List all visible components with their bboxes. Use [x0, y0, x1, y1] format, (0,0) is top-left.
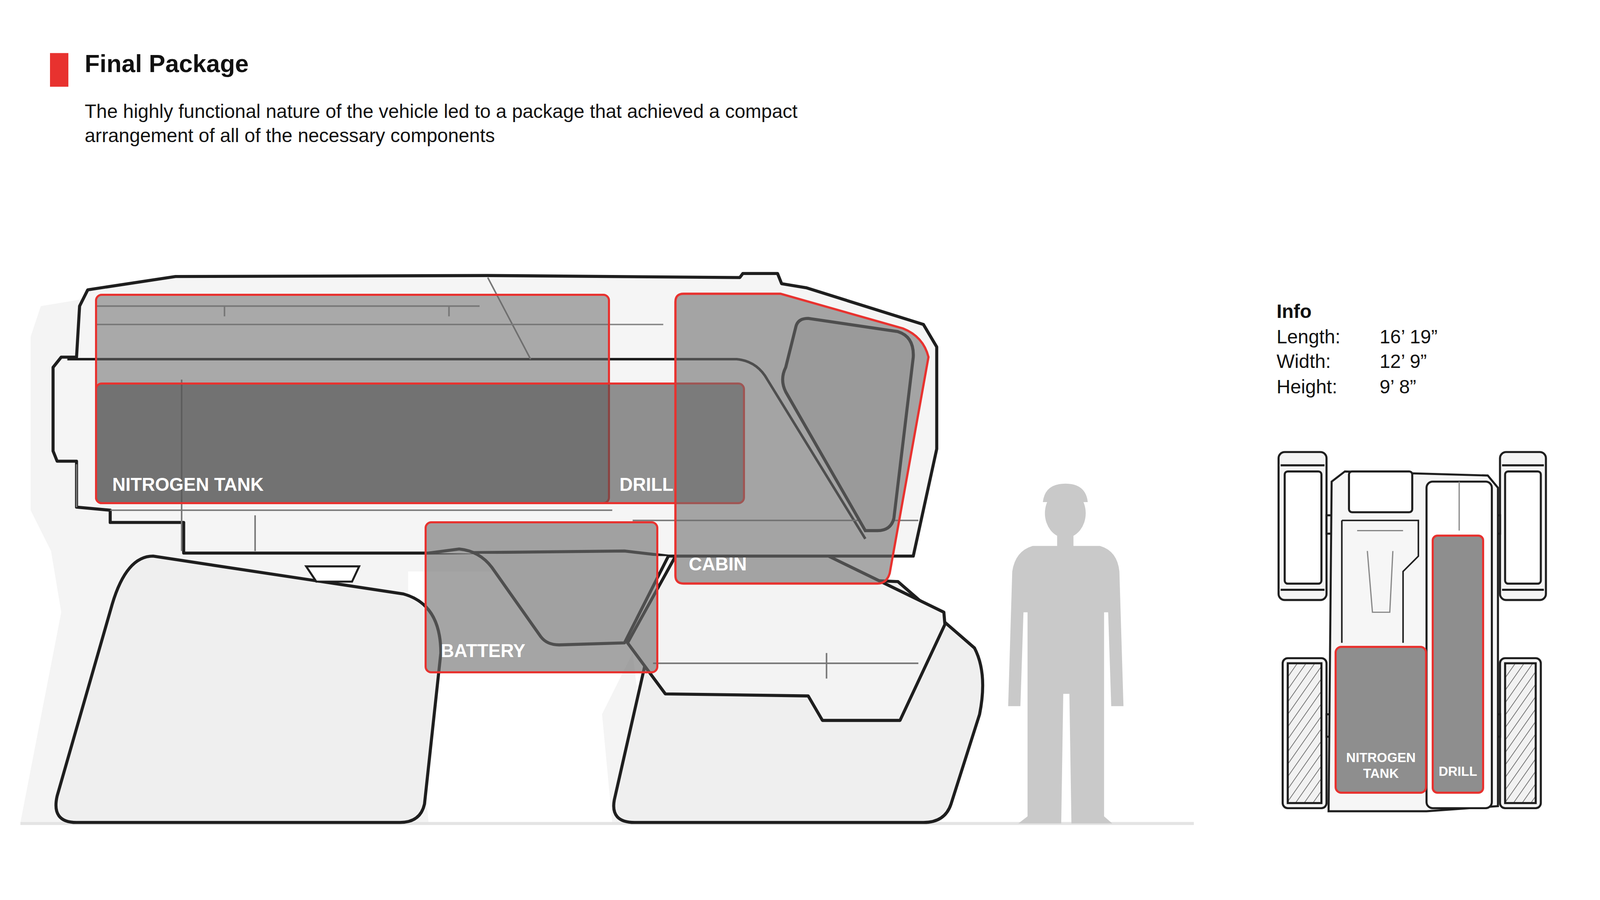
top-view — [1500, 658, 1541, 809]
package-box: CABIN — [675, 293, 931, 584]
person-silhouette — [1057, 532, 1074, 549]
cabin-outline — [675, 293, 931, 584]
accent-bar — [50, 52, 69, 87]
title: Final Package — [84, 49, 249, 79]
top-view — [1282, 658, 1327, 809]
cabin-outline — [675, 293, 929, 584]
part-label: BATTERY — [440, 640, 526, 661]
part-label: CABIN — [688, 554, 747, 575]
person-silhouette — [1008, 483, 1124, 824]
left-tread — [55, 556, 441, 823]
top-view — [1505, 471, 1541, 584]
top-view — [1357, 530, 1403, 613]
top-view — [1458, 481, 1460, 531]
top-view — [1328, 471, 1499, 812]
person-silhouette — [1008, 545, 1124, 824]
top-view — [1287, 663, 1322, 804]
info-text: 9’ 8” — [1379, 375, 1417, 399]
top-view — [1500, 452, 1546, 600]
top-view — [1502, 588, 1544, 591]
person-silhouette — [1042, 483, 1088, 503]
package-box: DRILL — [1431, 534, 1485, 794]
info-heading: Info — [1276, 300, 1312, 323]
info-text: Length: — [1276, 325, 1341, 349]
part-label: DRILL — [1433, 763, 1483, 780]
housing-line — [652, 652, 919, 679]
top-view — [1349, 471, 1413, 513]
top-view — [1505, 663, 1536, 804]
caption: The highly functional nature of the vehi… — [84, 99, 860, 149]
top-view — [1280, 464, 1325, 467]
top-view — [1278, 452, 1547, 812]
part-label: NITROGEN TANK — [1336, 750, 1425, 782]
info-text: Height: — [1276, 375, 1338, 399]
top-view — [1426, 481, 1493, 809]
info-text: 16’ 19” — [1379, 325, 1438, 349]
top-view — [1502, 464, 1544, 467]
side-vent — [306, 566, 360, 582]
info-text: 12’ 9” — [1379, 350, 1427, 373]
part-label: DRILL — [619, 474, 674, 495]
top-view — [1341, 520, 1419, 643]
package-box: BATTERY — [424, 521, 659, 674]
top-view — [1280, 588, 1325, 591]
package-box: NITROGEN TANK — [1334, 645, 1428, 794]
part-label: NITROGEN TANK — [112, 474, 264, 495]
top-view — [1284, 471, 1322, 584]
info-text: Width: — [1276, 350, 1331, 373]
top-view — [1278, 452, 1327, 600]
